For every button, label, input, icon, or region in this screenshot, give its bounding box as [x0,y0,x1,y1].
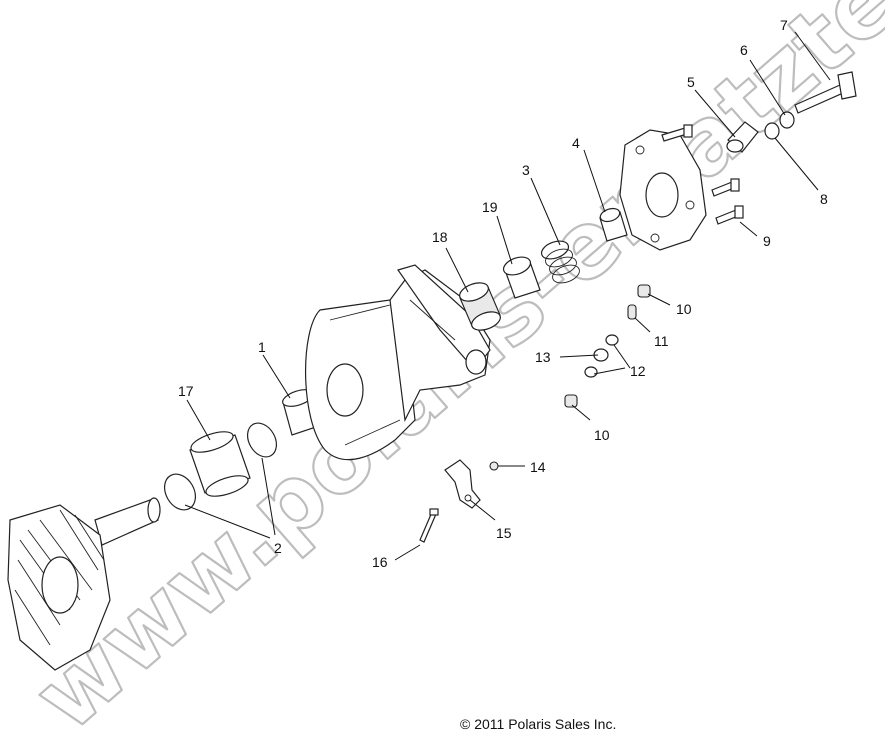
callout-10-b: 10 [594,427,610,443]
part-8-washer [764,122,780,140]
copyright-notice: © 2011 Polaris Sales Inc. [460,716,617,732]
callout-7: 7 [780,17,788,33]
part-2-ring-b [246,422,278,458]
part-5-sleeve [726,121,759,153]
callout-4: 4 [572,135,580,151]
callout-labels: 1 2 3 4 5 6 7 8 9 10 10 11 12 13 14 15 1… [178,17,828,570]
callout-19: 19 [482,199,498,215]
callout-11: 11 [654,333,669,349]
part-19-ring [502,256,541,299]
part-3-spring [540,240,580,284]
callout-9: 9 [763,233,771,249]
callout-18: 18 [432,229,448,245]
callout-6: 6 [740,42,748,58]
part-18-bushing [459,282,501,331]
part-15-weight [444,459,481,509]
callout-5: 5 [687,74,695,90]
callout-16: 16 [372,554,388,570]
part-16-pin [419,508,439,543]
callout-8: 8 [820,191,828,207]
callout-12: 12 [630,363,646,379]
part-6-washer [779,111,795,129]
callout-10-a: 10 [676,301,692,317]
callout-1: 1 [258,339,266,355]
cover-plate [619,129,707,251]
callout-13: 13 [535,349,551,365]
part-7-bolt [794,71,857,114]
fixed-sheave-shaft [7,497,161,671]
part-9-bolts [661,124,744,225]
part-17-bushing [189,431,251,497]
callout-3: 3 [522,162,530,178]
callout-17: 17 [178,383,194,399]
leader-lines [184,31,831,561]
callout-2: 2 [274,540,282,556]
part-2-ring-a [163,473,197,511]
part-4-bushing [599,207,628,242]
callout-15: 15 [496,525,512,541]
callout-14: 14 [530,459,546,475]
